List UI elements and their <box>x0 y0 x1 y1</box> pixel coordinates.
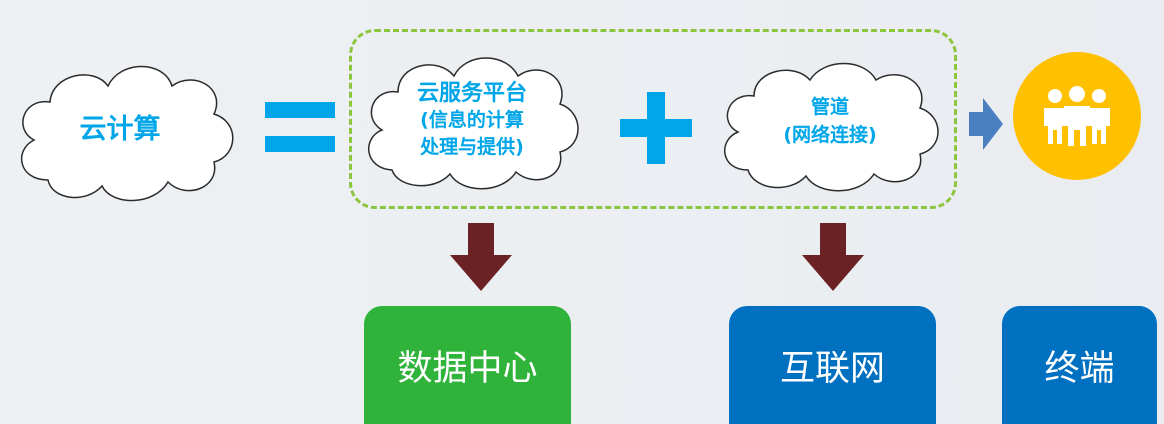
cloud-platform-group-border <box>349 29 957 209</box>
equals-icon <box>265 102 335 152</box>
cloud-pipe-label: 管道 (网络连接) <box>752 88 908 154</box>
arrow-down-icon-pipe <box>802 223 864 291</box>
cloud-platform-cloud-shape <box>367 57 579 190</box>
terminal-circle <box>1013 52 1141 180</box>
arrow-down-icon-platform <box>450 223 512 291</box>
terminal-label: 终端 <box>1044 348 1115 389</box>
arrow-right-icon <box>969 98 1003 150</box>
data-center-box: 数据中心 <box>364 306 571 424</box>
cloud-computing-label: 云计算 <box>79 113 161 145</box>
terminal-box: 终端 <box>1002 306 1157 424</box>
people-group-icon <box>1044 86 1110 146</box>
cloud-platform-label: 云服务平台 (信息的计算 处理与提供) <box>386 72 558 168</box>
data-center-label: 数据中心 <box>397 348 538 389</box>
internet-box: 互联网 <box>729 306 936 424</box>
cloud-pipe-label-line1: 管道 <box>810 96 849 118</box>
plus-icon <box>620 92 692 164</box>
cloud-pipe-label-line2: (网络连接) <box>783 124 877 146</box>
cloud-pipe-cloud-shape <box>723 62 939 192</box>
cloud-platform-label-line1: 云服务平台 <box>416 80 527 106</box>
cloud-platform-label-line2: (信息的计算 <box>420 108 524 131</box>
cloud-platform-label-line3: 处理与提供) <box>420 135 524 158</box>
internet-label: 互联网 <box>779 348 885 389</box>
cloud-computing-cloud-shape <box>20 65 234 202</box>
